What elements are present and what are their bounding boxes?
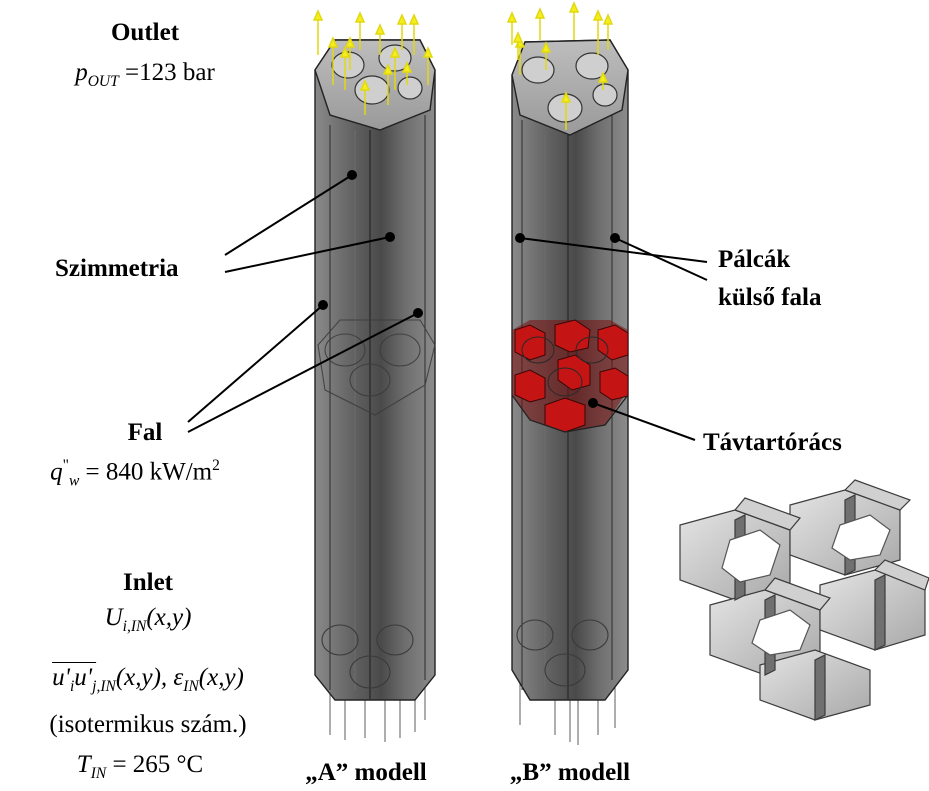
inlet-rs-overline: u'iu'j bbox=[52, 662, 97, 694]
fal-q-value: = 840 kW/m bbox=[85, 458, 213, 486]
inlet-rs-a-sub: i bbox=[69, 678, 75, 695]
inlet-t-sub: IN bbox=[90, 765, 107, 782]
fal-q-exp: 2 bbox=[212, 457, 220, 474]
fal-q-symbol: q bbox=[50, 458, 63, 486]
inlet-note: (isotermikus szám.) bbox=[49, 711, 247, 738]
inlet-eps-sub: IN bbox=[183, 678, 199, 695]
inlet-rs-args: (x,y), bbox=[115, 664, 168, 691]
inlet-rs-a: u' bbox=[52, 664, 70, 691]
palcak-line2: külső fala bbox=[718, 284, 822, 311]
inlet-velocity: Ui,IN(x,y) bbox=[105, 605, 192, 635]
inlet-temperature: TIN = 265 °C bbox=[77, 752, 203, 782]
fal-heat-flux: q"w = 840 kW/m2 bbox=[50, 458, 220, 489]
model-b-column bbox=[506, 1, 629, 745]
inlet-rs-b-sub: j bbox=[92, 678, 97, 695]
inlet-u-sub: i,IN bbox=[122, 618, 147, 635]
inlet-u-symbol: U bbox=[104, 604, 123, 631]
inlet-t-symbol: T bbox=[76, 751, 91, 778]
inlet-eps-args: (x,y) bbox=[198, 664, 244, 691]
model-b-label: „B” modell bbox=[509, 759, 631, 786]
inlet-eps-symbol: ε bbox=[173, 664, 184, 691]
spacer-grid-red bbox=[511, 319, 629, 433]
inlet-title: Inlet bbox=[123, 569, 173, 596]
model-a-label: „A” modell bbox=[305, 759, 427, 786]
fal-q-sub: w bbox=[68, 472, 80, 490]
outlet-p-sub: OUT bbox=[87, 73, 119, 90]
outlet-p-symbol: p bbox=[75, 59, 88, 86]
spacer-grid-3d bbox=[679, 479, 929, 721]
fal-q-sup: " bbox=[62, 457, 69, 474]
inlet-reynolds-stress: u'iu'j,IN(x,y), εIN(x,y) bbox=[52, 662, 244, 695]
fal-label: Fal bbox=[127, 419, 163, 446]
outlet-p-value: =123 bar bbox=[124, 59, 215, 86]
leader-lines bbox=[187, 174, 708, 441]
inlet-t-value: = 265 °C bbox=[112, 751, 204, 778]
szimmetria-label: Szimmetria bbox=[55, 255, 179, 282]
inlet-u-args: (x,y) bbox=[146, 604, 192, 631]
outlet-pressure: pOUT =123 bar bbox=[75, 60, 215, 90]
inlet-rs-tail-sub: ,IN bbox=[96, 678, 116, 695]
palcak-line1: Pálcák bbox=[718, 246, 791, 273]
tavtartoracs-label: Távtartórács bbox=[703, 429, 842, 456]
outlet-title: Outlet bbox=[110, 19, 180, 46]
inlet-rs-b: u' bbox=[74, 664, 93, 691]
leader-dots bbox=[318, 170, 620, 408]
model-a-column bbox=[312, 9, 436, 742]
